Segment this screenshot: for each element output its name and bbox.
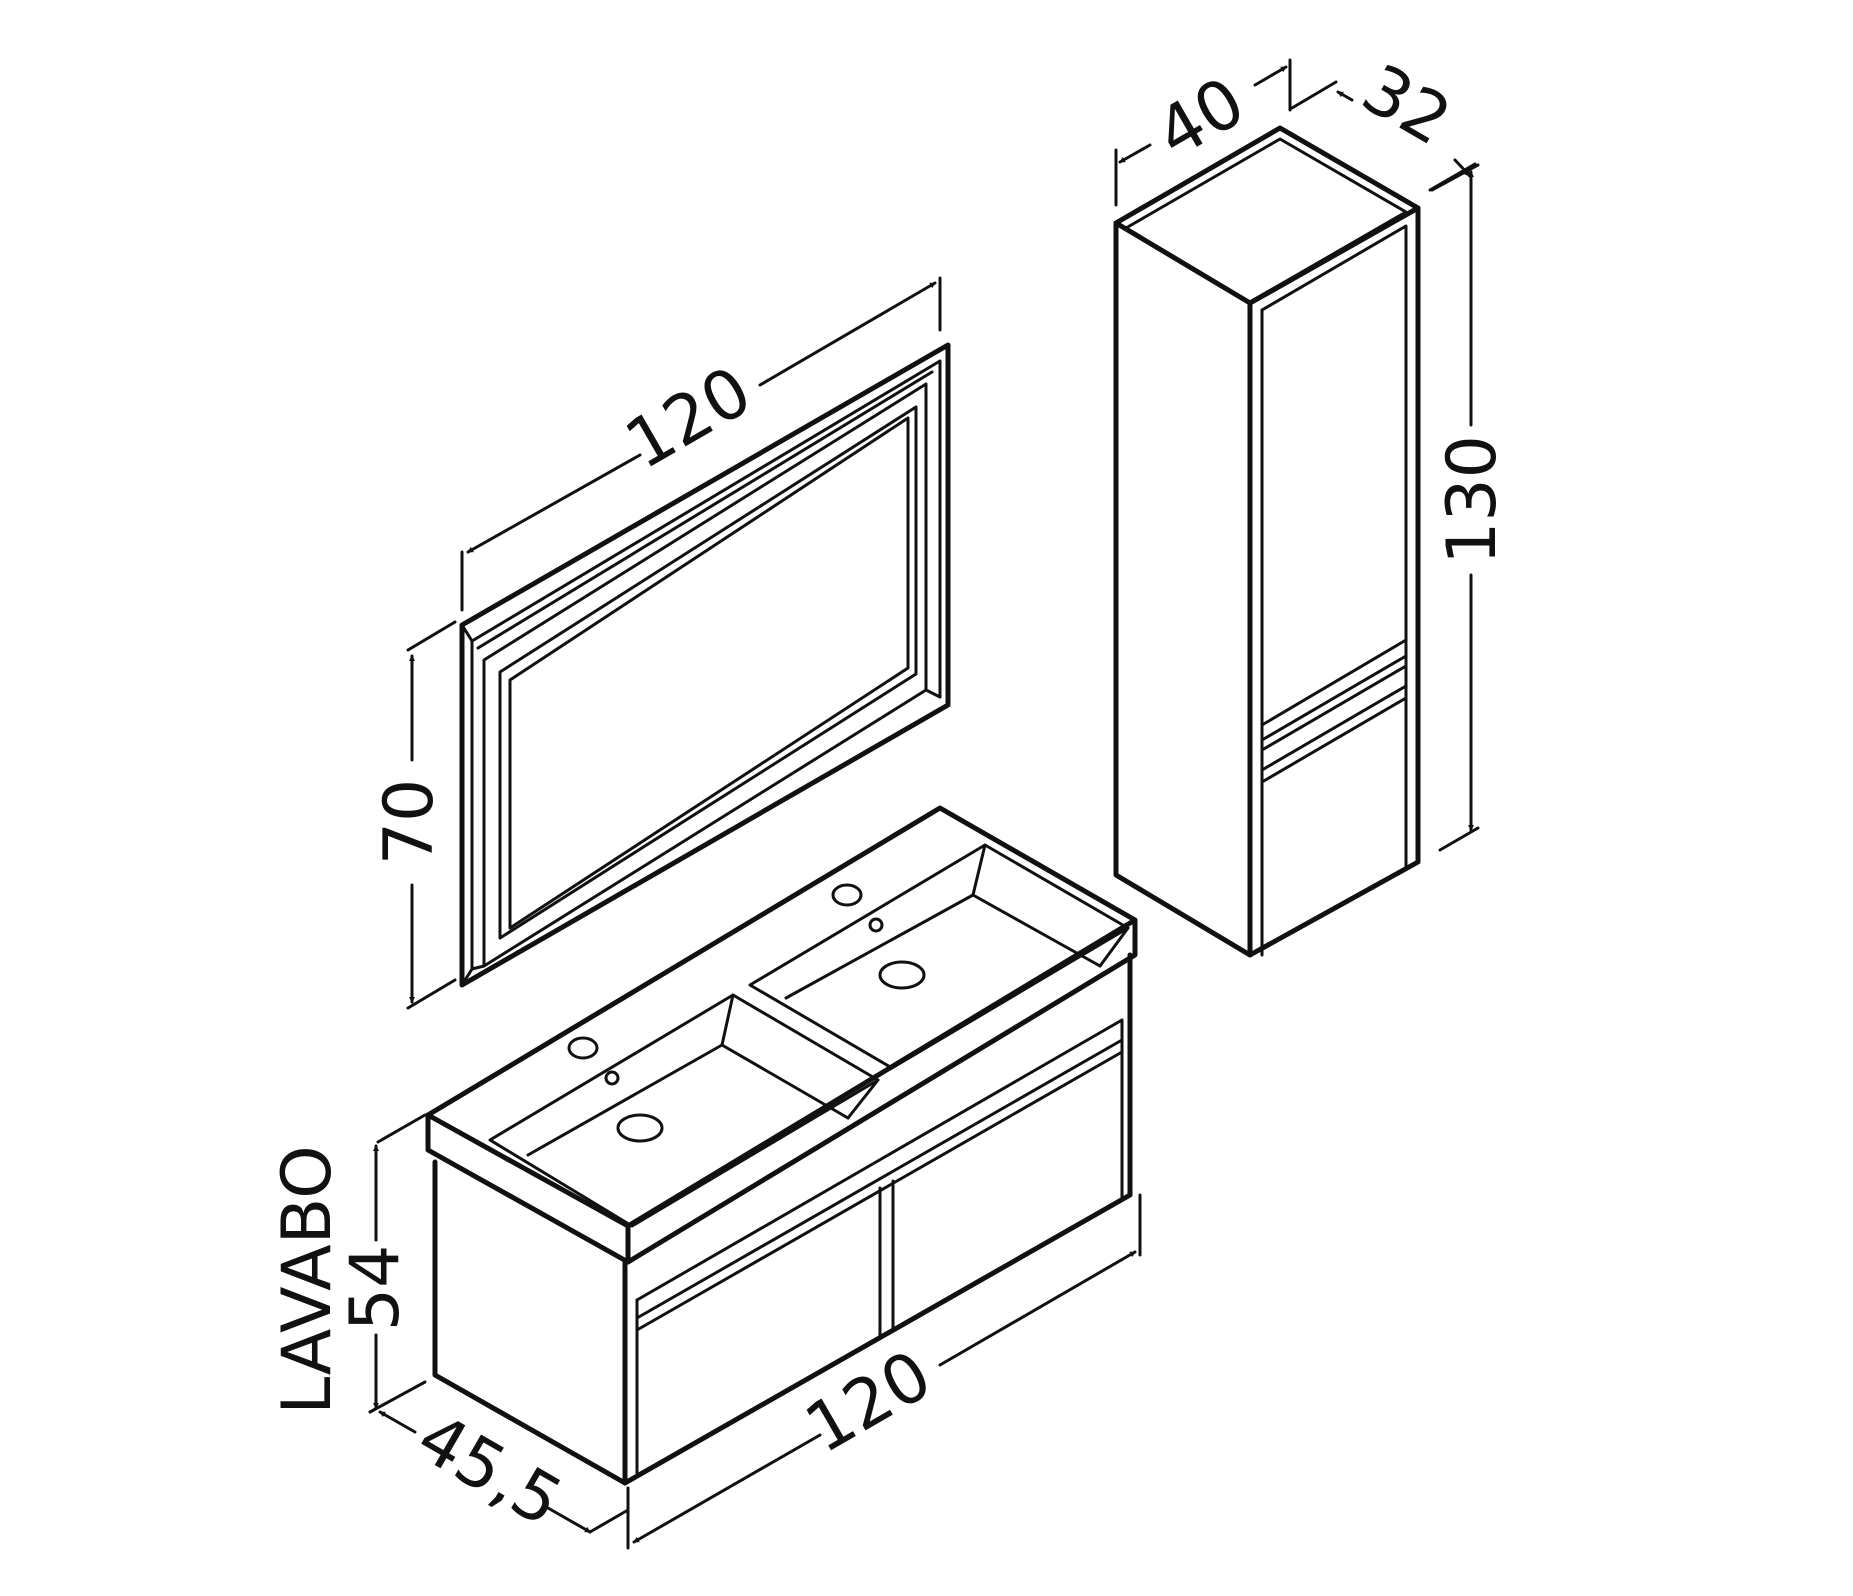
mirror-height-label: 70 [370, 779, 449, 866]
column-cabinet [1113, 125, 1421, 958]
dimension-lines [368, 58, 1480, 1550]
column-height-label: 130 [1433, 435, 1512, 565]
mirror [459, 342, 951, 988]
vanity-height-label: 54 [336, 1245, 415, 1332]
vanity-depth-label: 45,5 [404, 1398, 575, 1542]
column-width-label: 40 [1144, 63, 1258, 175]
column-depth-label: 32 [1349, 50, 1463, 162]
vanity-width-label: 120 [793, 1336, 945, 1469]
vanity-unit [425, 805, 1138, 1486]
vanity-caption-label: LAVABO [268, 1145, 347, 1414]
